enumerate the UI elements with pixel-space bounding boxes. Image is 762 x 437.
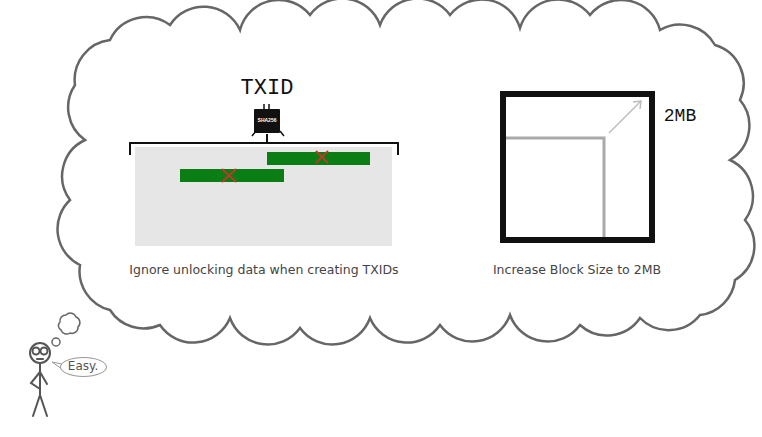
thought-cloud [58, 0, 755, 344]
cross-mark [222, 151, 328, 182]
size-label: 2MB [664, 106, 696, 126]
stick-figure [30, 343, 50, 416]
chip-pins [252, 104, 284, 136]
thought-bubble [58, 313, 79, 334]
transaction-area [135, 147, 392, 246]
caption: Increase Block Size to 2MB [493, 262, 661, 277]
old-block-outline [506, 138, 604, 237]
node-text: Easy. [68, 360, 98, 373]
thought-dot [52, 338, 60, 346]
growth-arrow [609, 101, 641, 133]
speech-bubble: Easy. [60, 357, 107, 377]
hash-chip: SHA256 [254, 109, 280, 133]
caption: Ignore unlocking data when creating TXID… [129, 262, 398, 277]
hash-label: TXID [241, 76, 294, 101]
block-square [503, 94, 652, 240]
unlocking-data-bar [180, 169, 284, 182]
unlocking-data-bar [267, 152, 370, 165]
node-text: SHA256 [258, 118, 277, 124]
